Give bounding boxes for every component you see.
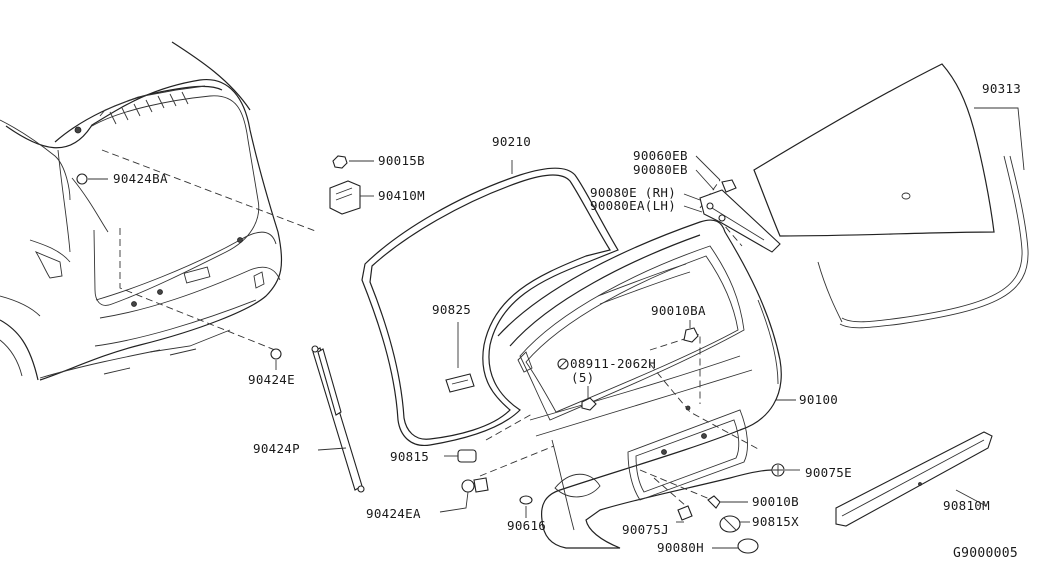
bracket-90825: [445, 322, 475, 393]
label-90080E-rh: 90080E (RH): [590, 185, 677, 200]
label-90424E: 90424E: [248, 372, 295, 387]
clip-90075J: [676, 505, 693, 523]
label-08911-2062H: 08911-2062H: [570, 356, 657, 371]
label-90616: 90616: [507, 518, 547, 533]
striker-90410M: [329, 180, 374, 215]
garnish-90810M: [835, 431, 993, 527]
label-90060EB: 90060EB: [633, 148, 688, 163]
gas-strut-90424P: [311, 345, 365, 493]
label-90075E: 90075E: [805, 465, 852, 480]
label-90815X: 90815X: [752, 514, 799, 529]
label-90100: 90100: [799, 392, 839, 407]
bolt-90010B: [707, 495, 748, 509]
label-90010B: 90010B: [752, 494, 799, 509]
ball-stud-90424EA: [439, 477, 489, 513]
bolt-90010BA: [683, 320, 699, 343]
label-08911-qty: (5): [571, 370, 595, 385]
ball-stud-90424E: [270, 348, 282, 370]
label-90080EB: 90080EB: [633, 162, 688, 177]
clip-90075E: [771, 463, 800, 477]
label-90424BA: 90424BA: [113, 171, 168, 186]
nut-90015B: [332, 155, 374, 169]
hinge-90080E: [683, 155, 781, 253]
label-90015B: 90015B: [378, 153, 425, 168]
label-90810M: 90810M: [943, 498, 990, 513]
label-90825: 90825: [432, 302, 472, 317]
back-door-panel-90100: [497, 219, 796, 549]
label-90410M: 90410M: [378, 188, 425, 203]
label-90080EA-lh: 90080EA(LH): [590, 198, 677, 213]
weatherstrip-90210: [361, 160, 619, 447]
plug-90616: [519, 495, 533, 518]
label-90075J: 90075J: [622, 522, 669, 537]
label-90815: 90815: [390, 449, 430, 464]
diagram-code: G9000005: [953, 546, 1019, 561]
clip-90815: [444, 449, 477, 463]
seal-90815X: [719, 515, 750, 533]
label-90010BA: 90010BA: [651, 303, 706, 318]
screw-08911-2062H: [557, 358, 597, 411]
label-90080H: 90080H: [657, 540, 704, 555]
back-window-glass-90313: [753, 63, 1029, 329]
label-90424EA: 90424EA: [366, 506, 421, 521]
label-90313: 90313: [982, 81, 1022, 96]
label-90210: 90210: [492, 134, 532, 149]
nut-90424BA: [76, 173, 108, 185]
vehicle-rear-body: [0, 41, 283, 381]
label-90424P: 90424P: [253, 441, 300, 456]
cap-90080H: [712, 538, 759, 554]
